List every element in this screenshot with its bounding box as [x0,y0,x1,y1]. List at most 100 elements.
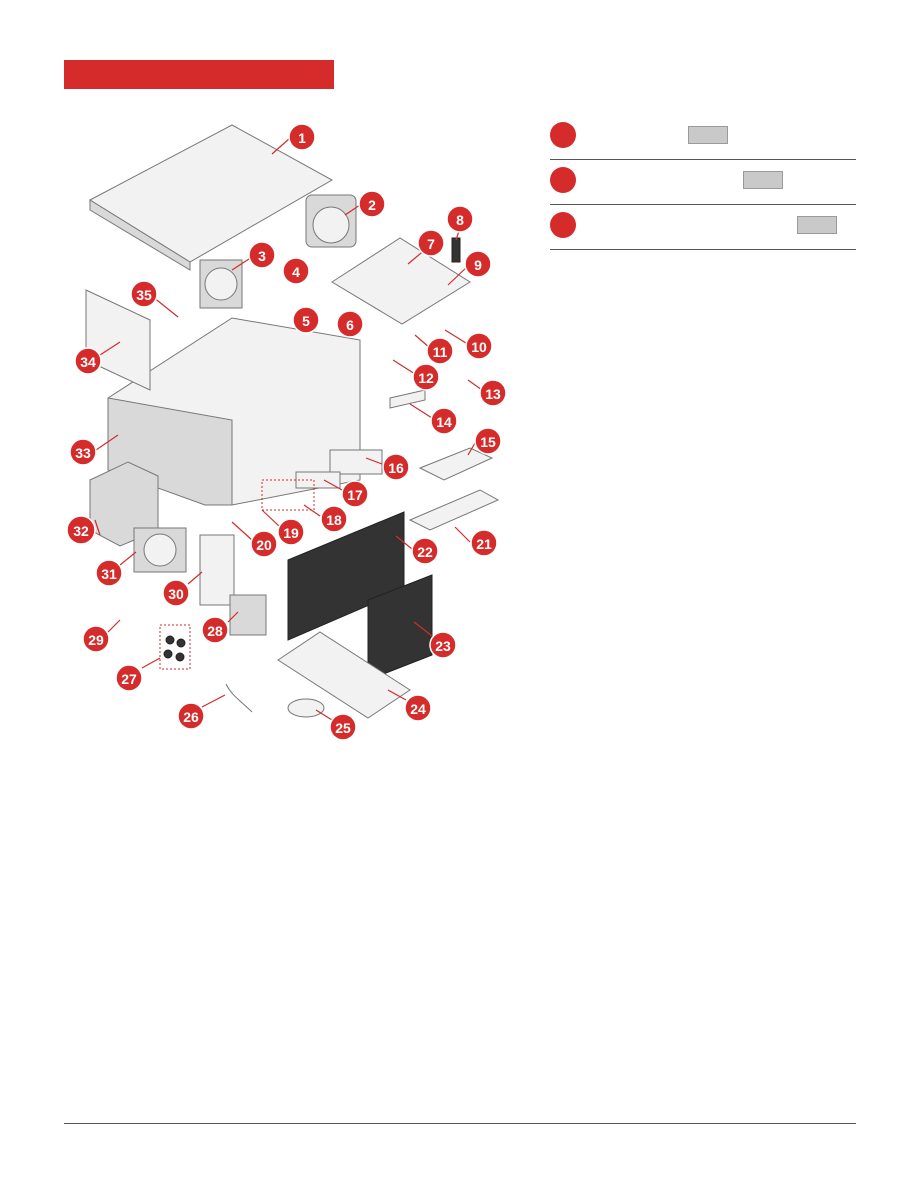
callout-number: 20 [256,537,272,553]
callout-number: 3 [258,248,266,264]
callout-5: 5 [292,306,320,334]
callout-25: 25 [329,713,357,741]
front-fan-blade [143,533,177,567]
foot-part [165,635,175,645]
callout-29: 29 [82,625,110,653]
callout-number: 12 [418,370,434,386]
leader-line [141,657,161,669]
antenna-group-outline [261,479,315,511]
leader-line [201,694,226,708]
callout-15: 15 [474,427,502,455]
callout-20: 20 [250,530,278,558]
pcie-card-part [85,289,151,391]
leader-line [271,137,291,155]
leader-line [387,689,407,701]
callout-10: 10 [465,332,493,360]
power-cord-part [225,683,253,713]
leader-line [392,359,416,375]
leader-line [365,457,383,465]
leader-line [409,403,433,419]
foot-part [175,652,185,662]
callout-number: 10 [471,339,487,355]
leader-line [187,571,203,585]
callout-number: 32 [73,523,89,539]
callout-number: 11 [433,344,448,360]
leader-line [94,519,101,536]
leader-line [454,526,471,543]
callout-number: 25 [335,720,351,736]
callout-21: 21 [470,529,498,557]
leader-line [303,504,321,517]
leader-line [315,709,333,721]
dust-filter-part [367,574,433,681]
callout-number: 34 [80,354,96,370]
callout-31: 31 [95,559,123,587]
leader-line [467,442,476,456]
callout-11: 11 [426,337,454,365]
callout-33: 33 [69,438,97,466]
leader-line [467,379,483,391]
callout-number: 35 [136,287,152,303]
callout-28: 28 [201,616,229,644]
callout-19: 19 [277,518,305,546]
leader-line [261,509,281,528]
callout-number: 16 [388,460,404,476]
odd-part [408,489,500,531]
callout-22: 22 [411,537,439,565]
front-io-part [329,449,383,475]
leader-line [119,551,137,566]
legend-row [550,160,856,205]
callout-number: 26 [183,709,199,725]
callout-18: 18 [320,505,348,533]
leader-line [413,621,433,637]
callout-number: 30 [168,586,184,602]
feet-group-outline [159,624,191,670]
callout-number: 27 [121,671,137,687]
callout-26: 26 [177,702,205,730]
callout-number: 24 [410,701,426,717]
callout-number: 13 [485,386,501,402]
callout-8: 8 [446,205,474,233]
callout-number: 18 [326,512,342,528]
callout-number: 8 [456,212,464,228]
callout-number: 4 [292,264,300,280]
legend-row [550,115,856,160]
memory-part [451,237,461,263]
callout-13: 13 [479,379,507,407]
callout-number: 28 [207,623,223,639]
leader-line [227,611,239,623]
callout-27: 27 [115,664,143,692]
callout-14: 14 [430,407,458,435]
callout-35: 35 [130,280,158,308]
legend-marker-icon [550,212,576,238]
cooler-fan [312,206,350,244]
callout-1: 1 [288,123,316,151]
callout-34: 34 [74,347,102,375]
leader-line [444,329,467,344]
ssd-part [389,389,426,409]
foot-part [176,638,186,648]
callout-2: 2 [358,190,386,218]
motherboard-part [331,237,471,325]
leader-line [107,619,121,633]
leader-line [344,204,361,216]
leader-line [231,256,253,271]
keyboard-part [277,631,411,719]
cover-edge [89,199,191,271]
hdd-part [199,534,235,606]
callout-32: 32 [66,515,96,545]
section-title-bar [64,60,334,89]
leader-line [231,521,253,541]
footer-divider [64,1123,856,1124]
callout-4: 4 [282,257,310,285]
legend-marker-icon [550,167,576,193]
leader-line [95,434,119,451]
callout-number: 14 [436,414,452,430]
callout-17: 17 [341,480,369,508]
callout-number: 6 [346,317,354,333]
bracket-part [418,447,494,481]
callout-12: 12 [412,363,440,391]
legend-chip [743,171,783,189]
callout-number: 17 [347,487,363,503]
